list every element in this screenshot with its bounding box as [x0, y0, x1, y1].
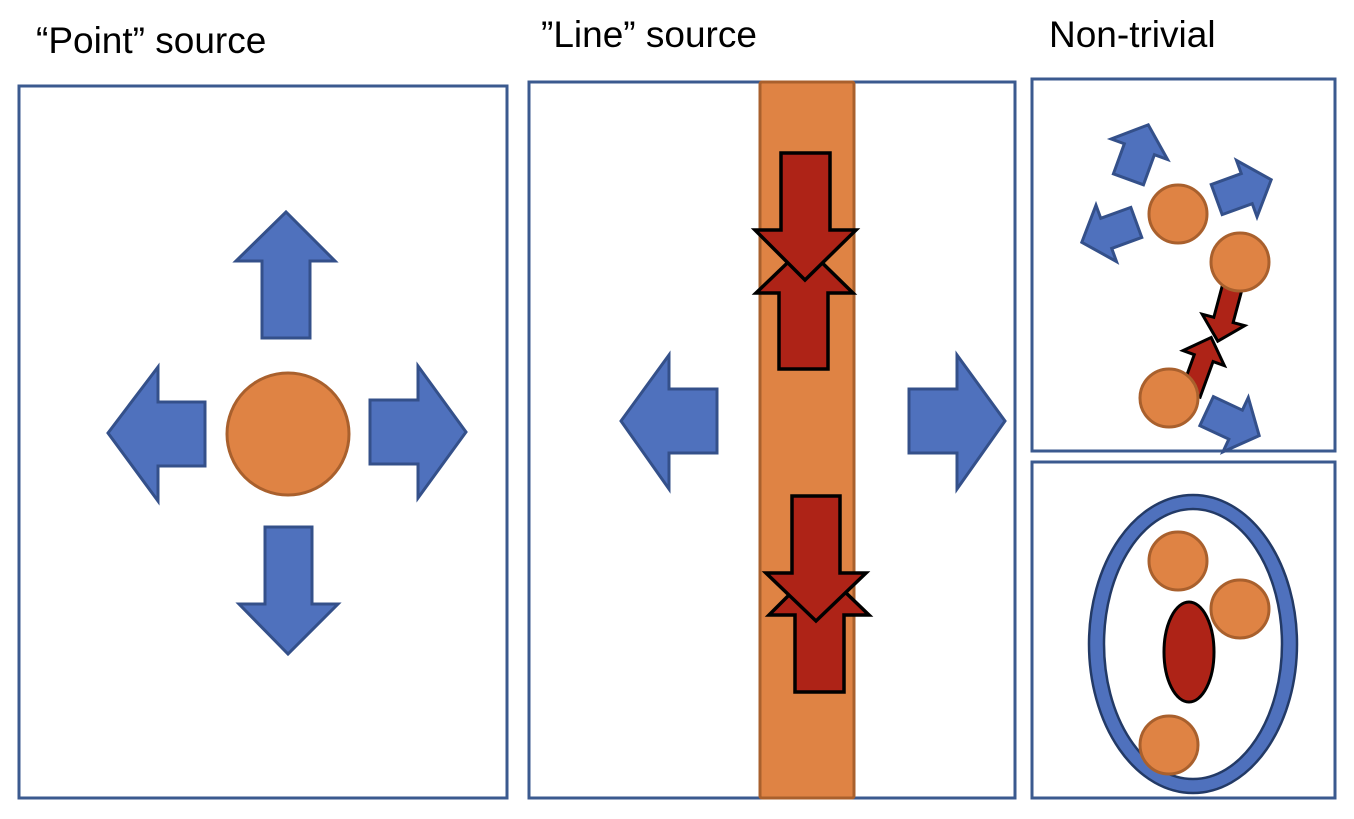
arrow-down-icon	[235, 525, 342, 657]
panel-non-trivial-bottom	[1030, 460, 1337, 800]
panel-title-non-trivial: Non-trivial	[1049, 14, 1216, 55]
panel-line-source	[527, 80, 1017, 800]
compress-arrow-down-icon	[761, 494, 871, 624]
arrow-right-icon	[368, 361, 468, 503]
arrow-left-icon	[619, 350, 719, 494]
arrow-right-icon	[907, 350, 1007, 494]
panel-title-point-source: “Point” source	[36, 20, 267, 61]
panel-non-trivial-top	[1030, 77, 1337, 465]
source-circle	[1209, 578, 1271, 640]
sink-ellipse	[1162, 600, 1216, 704]
panel-title-line-source: ”Line” source	[541, 14, 757, 55]
source-circle	[1138, 367, 1200, 429]
source-circle	[1209, 231, 1271, 293]
arrow-up-icon	[232, 209, 339, 340]
source-circle	[1147, 183, 1209, 245]
compress-arrow-up-icon	[751, 243, 858, 371]
point-source-circle	[225, 371, 351, 497]
compress-arrow-down-icon	[750, 151, 861, 283]
source-circle	[1138, 714, 1200, 776]
arrow-left-icon	[106, 362, 207, 506]
panel-point-source	[17, 84, 509, 800]
source-circle	[1147, 530, 1209, 592]
